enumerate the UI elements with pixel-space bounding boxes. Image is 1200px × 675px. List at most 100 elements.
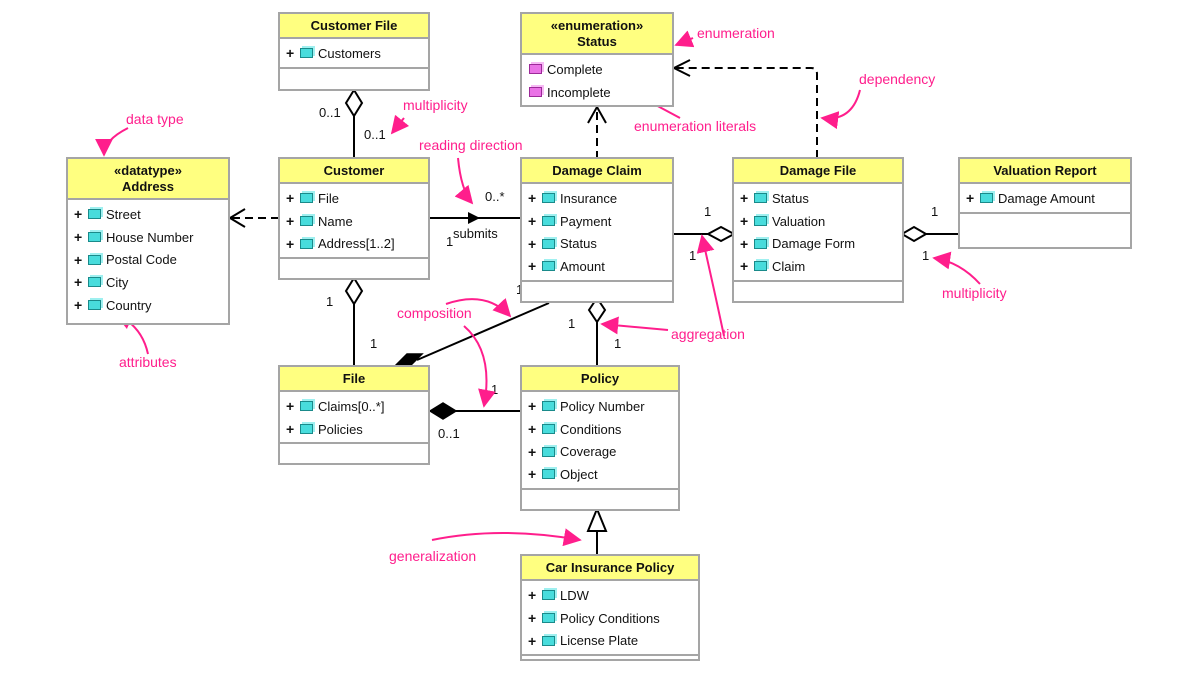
generalization-triangle [586,506,608,532]
class-header: Damage Claim [522,159,672,184]
attribute-row: +Policy Number [522,395,678,418]
aggregation-diamond-damagefile-right [900,225,928,243]
public-visibility-icon: + [528,466,537,483]
attribute-icon [542,469,555,480]
aggregation-diamond-customerfile [344,88,364,118]
multiplicity-label: 1 [689,248,696,263]
attribute-icon [300,424,313,435]
annotation-arrow-reading-direction [454,157,474,205]
attribute-name: Policy Conditions [560,610,660,626]
attribute-name: Damage Amount [998,190,1095,206]
class-damage-claim[interactable]: Damage Claim +Insurance +Payment +Status… [520,157,674,303]
public-visibility-icon: + [528,421,537,438]
multiplicity-label: 1 [922,248,929,263]
class-file[interactable]: File +Claims[0..*] +Policies [278,365,430,465]
attribute-name: Address[1..2] [318,236,395,252]
attribute-icon [88,232,101,243]
attribute-compartment: +Insurance +Payment +Status +Amount [522,184,672,282]
class-customer-file[interactable]: Customer File + Customers [278,12,430,91]
attribute-row: +Street [68,203,228,226]
public-visibility-icon: + [286,213,295,230]
attribute-icon [754,238,767,249]
class-car-insurance-policy[interactable]: Car Insurance Policy +LDW +Policy Condit… [520,554,700,661]
attribute-name: LDW [560,587,589,603]
class-address-datatype[interactable]: «datatype» Address +Street +House Number… [66,157,230,325]
attribute-icon [300,216,313,227]
attribute-icon [542,635,555,646]
class-customer[interactable]: Customer +File +Name +Address[1..2] [278,157,430,280]
attribute-icon [754,261,767,272]
class-damage-file[interactable]: Damage File +Status +Valuation +Damage F… [732,157,904,303]
attribute-row: + Customers [280,42,428,65]
public-visibility-icon: + [528,632,537,649]
attribute-row: +Amount [522,255,672,278]
annotation-arrow-multiplicity-top [390,114,410,135]
attribute-compartment: +Policy Number + Conditions +Coverage + Ob… [522,392,678,490]
annotation-arrow-multiplicity-right [932,251,981,285]
attribute-name: Object [560,466,598,482]
composition-diamond-file-policy [428,402,458,420]
attribute-compartment: + Damage Amount [960,184,1130,214]
association-name-submits: submits [453,226,498,241]
operation-compartment [734,282,902,301]
operation-compartment [960,214,1130,247]
class-status-enumeration[interactable]: «enumeration» Status Complete Incomplete [520,12,674,107]
attribute-row: + Name [280,210,428,233]
attribute-row: +Country [68,294,228,317]
public-visibility-icon: + [286,398,295,415]
class-name: Address [121,178,175,194]
public-visibility-icon: + [286,235,295,252]
class-policy[interactable]: Policy +Policy Number +Conditions +Cover… [520,365,680,511]
literal-row: Complete [522,58,672,81]
multiplicity-label: 0..1 [438,426,460,441]
attribute-name: Coverage [560,444,617,460]
operation-compartment [280,259,428,278]
attribute-icon [300,401,313,412]
attribute-compartment: +Street +House Number +Postal Code +City… [68,200,228,318]
attribute-icon [754,193,767,204]
attribute-name: Name [318,213,353,229]
literal-name: Complete [547,61,603,77]
multiplicity-label: 1 [446,234,453,249]
attribute-row: +Postal Code [68,248,228,271]
attribute-name: Claims[0..*] [318,398,385,414]
attribute-row: +Payment [522,210,672,233]
public-visibility-icon: + [528,213,537,230]
attribute-icon [88,277,101,288]
attribute-row: +City [68,271,228,294]
attribute-row: + License Plate [522,629,698,652]
attribute-icon [88,254,101,265]
annotation-arrow-generalization [431,528,582,547]
attribute-icon [542,590,555,601]
class-stereotype: «datatype» [114,162,182,178]
attribute-row: +LDW [522,584,698,607]
annotation-enumeration: enumeration [697,25,775,41]
class-header: Customer [280,159,428,184]
multiplicity-label: 0..* [485,189,505,204]
class-name: File [342,370,366,386]
attribute-row: +Coverage [522,440,678,463]
attribute-row: +House Number [68,226,228,249]
annotation-arrow-enumeration [674,30,695,48]
class-header: Valuation Report [960,159,1130,184]
attribute-row: + Claims[0..*] [280,395,428,418]
public-visibility-icon: + [966,190,975,207]
aggregation-diamond-damagefile-left [705,225,737,243]
annotation-arrow-aggregation-lower [600,316,669,335]
public-visibility-icon: + [740,213,749,230]
attribute-name: License Plate [560,633,639,649]
public-visibility-icon: + [740,235,749,252]
attribute-name: Conditions [560,421,622,437]
class-name: Status [577,33,617,49]
literal-compartment: Complete Incomplete [522,55,672,105]
multiplicity-label: 1 [704,204,711,219]
class-valuation-report[interactable]: Valuation Report + Damage Amount [958,157,1132,249]
multiplicity-label: 1 [931,204,938,219]
annotation-arrow-aggregation [696,234,725,337]
attribute-row: + Damage Amount [960,187,1130,210]
public-visibility-icon: + [74,206,83,223]
enumeration-literal-icon [529,64,542,75]
attribute-compartment: +Claims[0..*] +Policies [280,392,428,445]
